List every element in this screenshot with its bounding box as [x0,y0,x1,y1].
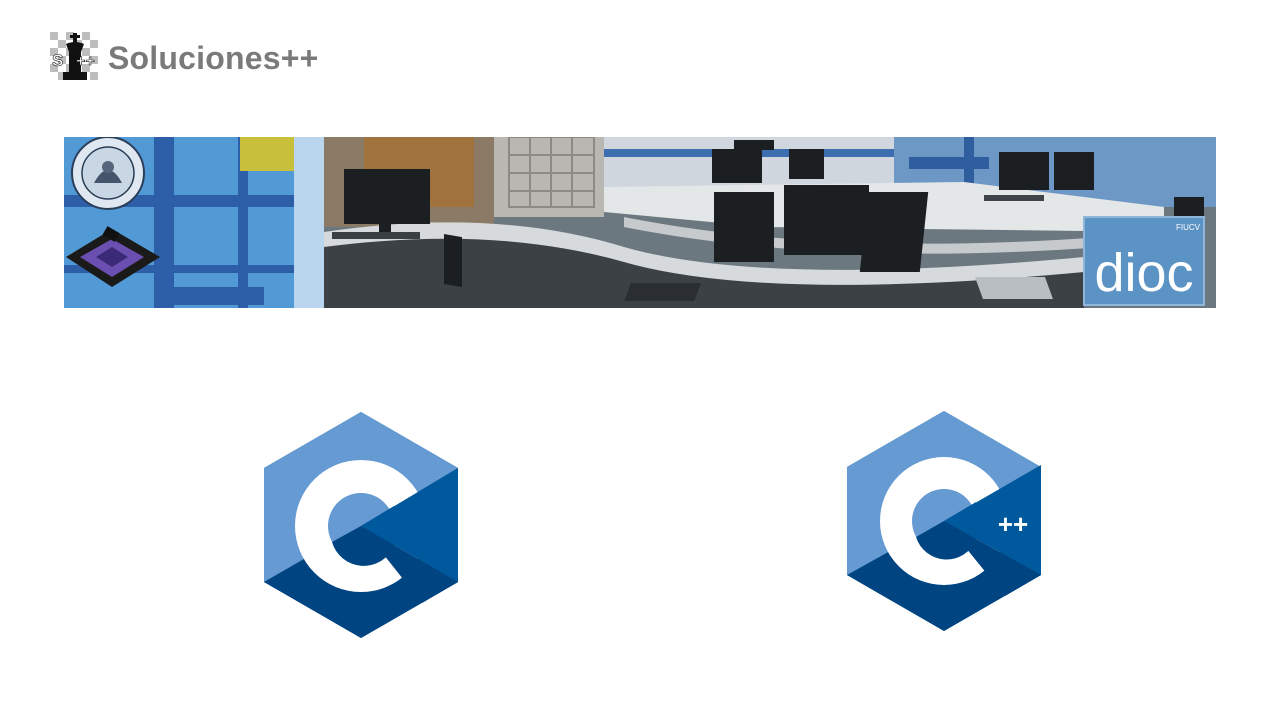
c-language-logo-icon [262,410,460,640]
dioc-badge: FIUCV dioc [1083,216,1205,306]
cpp-suffix: ++ [998,509,1028,539]
cpp-language-logo-icon: ++ [845,409,1043,633]
university-seal-icon [71,137,145,210]
svg-text:++: ++ [76,53,95,70]
brand-name: Soluciones++ [108,40,319,76]
chess-king-logo-icon: S ++ [50,32,100,82]
faculty-diamond-logo-icon [66,226,160,287]
dioc-badge-sublabel: FIUCV [1176,223,1201,232]
dioc-badge-label: dioc [1094,243,1193,303]
banner-image: FIUCV dioc [64,137,1216,308]
brand-header: S ++ Soluciones++ [50,32,318,82]
lab-banner: FIUCV dioc [64,137,1216,308]
svg-text:S: S [52,51,63,70]
